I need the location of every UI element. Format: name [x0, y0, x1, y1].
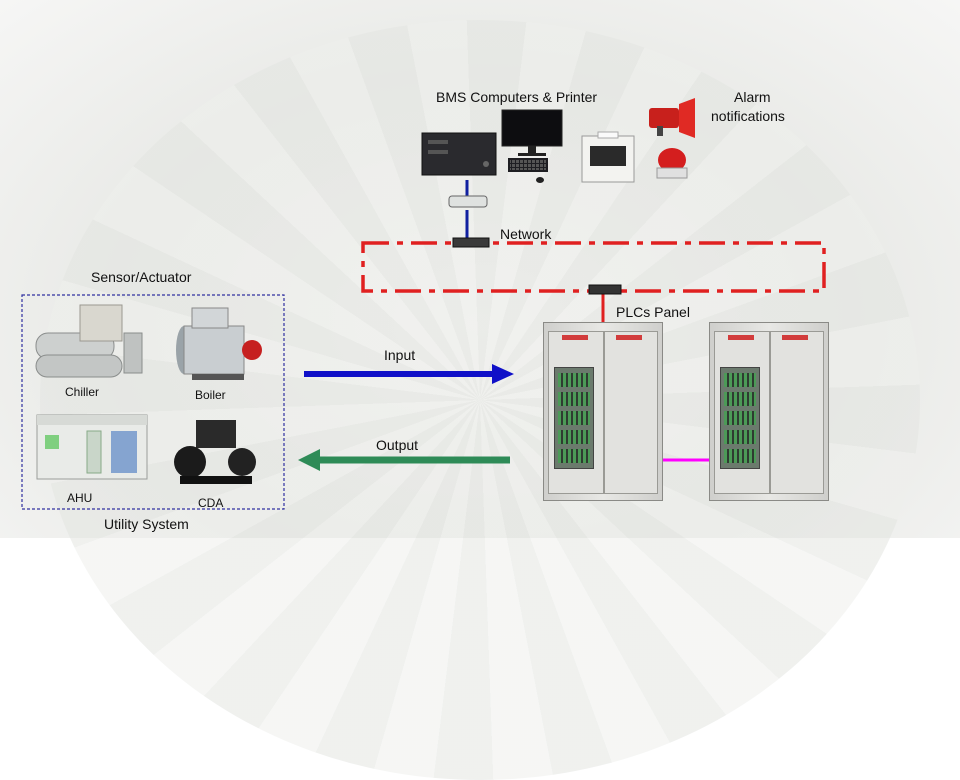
cabinet-door-right	[604, 331, 658, 494]
sensor-actuator-label: Sensor/Actuator	[91, 269, 192, 285]
siren-icon	[649, 98, 695, 138]
plc-module-rack	[720, 367, 760, 469]
boiler-image	[176, 307, 262, 380]
printer-icon	[581, 131, 635, 183]
cabinet-tag	[562, 335, 588, 340]
plc-cabinet-1	[543, 322, 663, 501]
beacon-icon	[656, 148, 688, 179]
utility-system-label: Utility System	[104, 516, 189, 532]
output-arrow-head	[298, 449, 320, 471]
alarm-devices	[649, 98, 695, 179]
plcs-panel-label: PLCs Panel	[616, 304, 690, 320]
network-switch-icon	[588, 284, 622, 295]
ahu-image	[36, 414, 148, 480]
ahu-label: AHU	[67, 491, 93, 505]
utility-system-box	[21, 294, 285, 510]
cabinet-tag	[616, 335, 642, 340]
cabinet-door-right	[770, 331, 824, 494]
output-label: Output	[376, 437, 419, 453]
bms-equipment	[421, 109, 635, 183]
cda-image	[174, 420, 256, 484]
bms-label: BMS Computers & Printer	[436, 89, 598, 105]
alarm-label-line2: notifications	[711, 108, 785, 124]
cabinet-tag	[782, 335, 808, 340]
network-switch-icon	[448, 195, 488, 208]
cda-label: CDA	[198, 496, 224, 510]
pc-tower-icon	[421, 132, 497, 176]
chiller-image	[35, 304, 143, 378]
monitor-icon	[501, 109, 563, 156]
input-label: Input	[384, 347, 416, 363]
cabinet-tag	[728, 335, 754, 340]
keyboard-icon	[508, 158, 548, 172]
connection-diagram	[21, 180, 826, 510]
chiller-label: Chiller	[65, 385, 100, 399]
plc-cabinet-2	[709, 322, 829, 501]
alarm-label-line1: Alarm	[734, 89, 771, 105]
network-switch-icon	[452, 237, 490, 248]
boiler-label: Boiler	[195, 388, 226, 402]
mouse-icon	[536, 177, 544, 183]
network-label: Network	[500, 226, 552, 242]
input-arrow-head	[492, 364, 514, 384]
plc-module-rack	[554, 367, 594, 469]
